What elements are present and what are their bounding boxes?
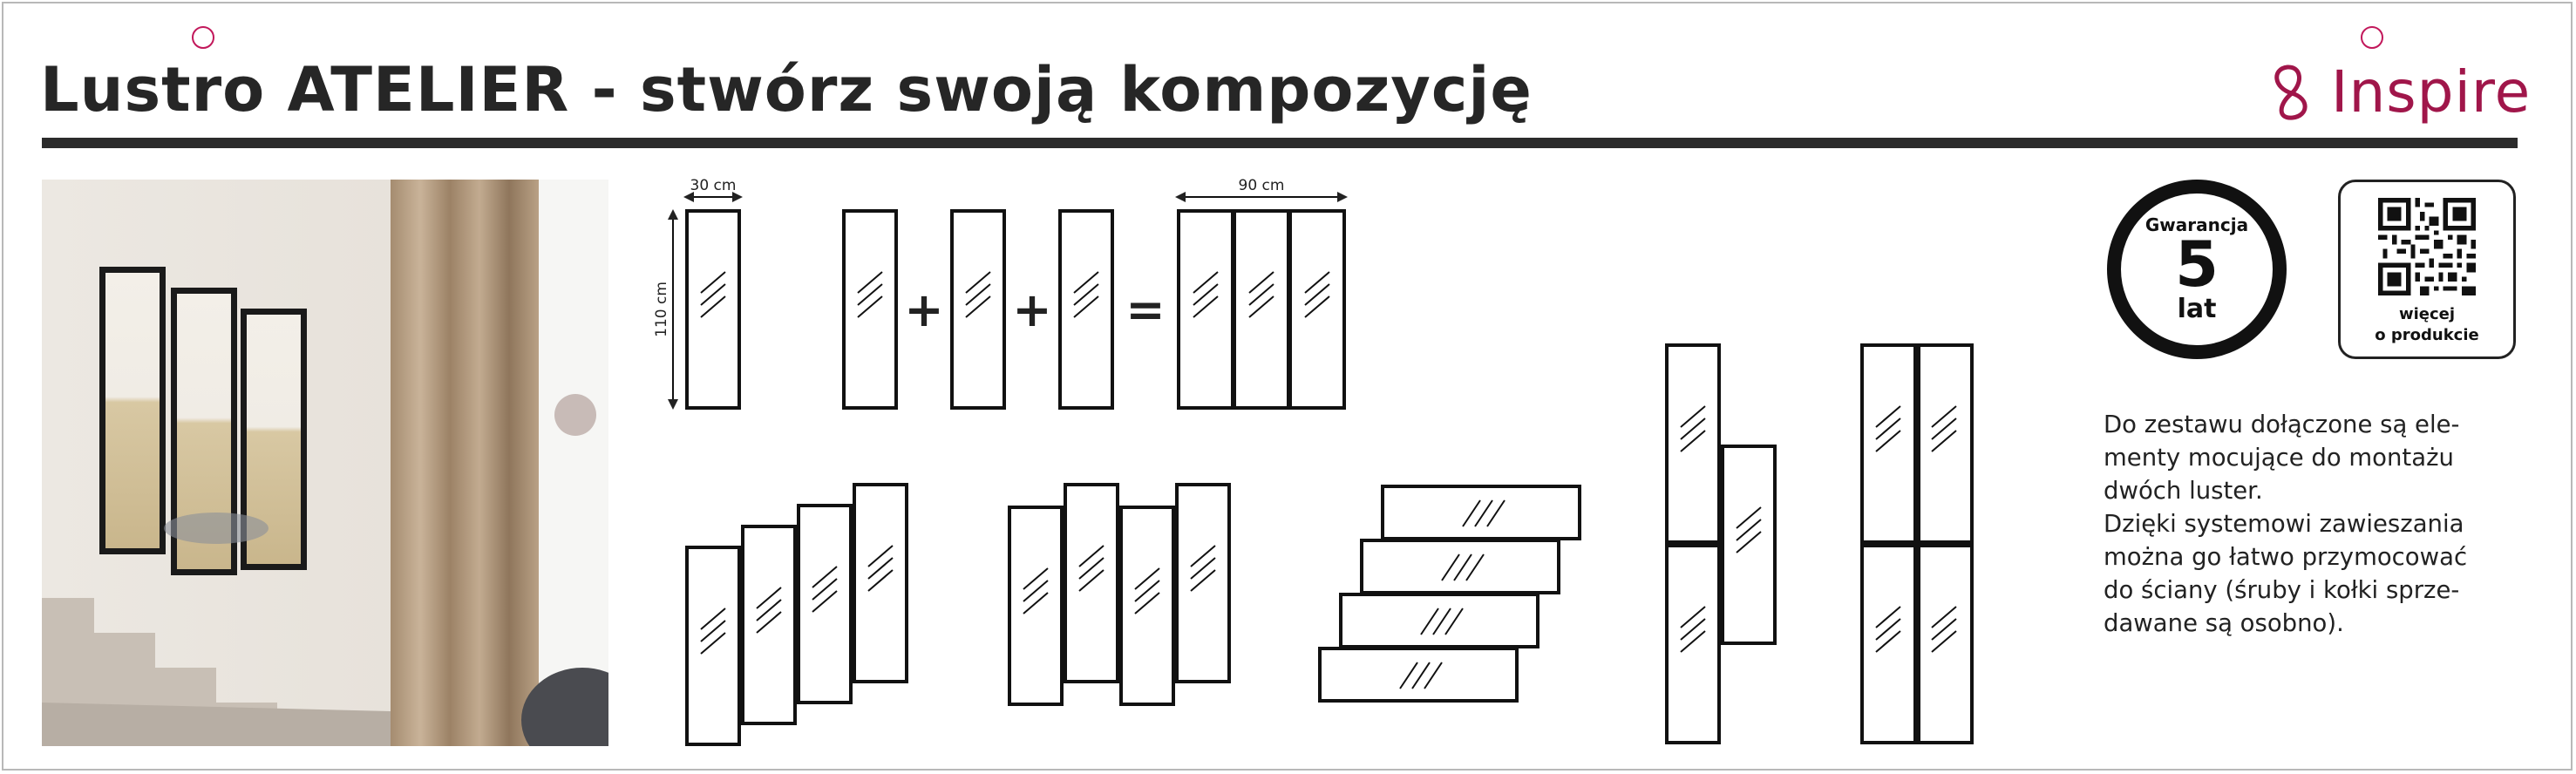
description-line: dwóch luster. [2104, 477, 2263, 505]
interlinked-loops-icon [2274, 64, 2308, 120]
height-dimension-label: 110 cm [653, 282, 670, 337]
product-photo [42, 180, 608, 746]
description-line: Dzięki systemowi zawieszania [2104, 510, 2464, 538]
description-line: menty mocujące do montażu [2104, 444, 2454, 472]
brand-name: Inspire [2331, 58, 2532, 126]
page-title: Lustro ATELIER - stwórz swoją kompozycję [40, 54, 1533, 126]
warranty-years: 5 [2174, 227, 2219, 302]
description-line: do ściany (śruby i kołki sprze- [2104, 576, 2460, 604]
warranty-label: Gwarancja [2144, 214, 2249, 236]
combined-width-label: 90 cm [1239, 177, 1285, 194]
width-dimension-label: 30 cm [690, 177, 737, 194]
warranty-badge: Gwarancja 5 lat [2107, 180, 2287, 359]
product-description: Do zestawu dołączone są ele- menty mocuj… [2104, 408, 2522, 640]
hang-hole-icon [192, 26, 214, 49]
header-rule [42, 138, 2518, 148]
description-line: dawane są osobno). [2104, 609, 2344, 637]
equals-sign: = [1125, 282, 1165, 337]
plus-sign: + [904, 282, 943, 337]
description-line: Do zestawu dołączone są ele- [2104, 411, 2460, 438]
qr-caption-line: więcej [2398, 305, 2456, 323]
qr-caption-line: o produkcie [2375, 326, 2479, 345]
hang-hole-icon [2361, 26, 2383, 49]
brand-logo: Inspire [2267, 58, 2531, 127]
composition-diagram: 30 cm 110 cm 90 cm + + = [645, 166, 1656, 762]
description-line: można go łatwo przymocować [2104, 543, 2468, 571]
warranty-unit: lat [2177, 293, 2217, 324]
plus-sign: + [1012, 282, 1051, 337]
qr-code-box[interactable]: więcej o produkcie [2338, 180, 2516, 359]
vertical-compositions-diagram [1665, 343, 1974, 744]
qr-code-icon [2378, 198, 2476, 295]
